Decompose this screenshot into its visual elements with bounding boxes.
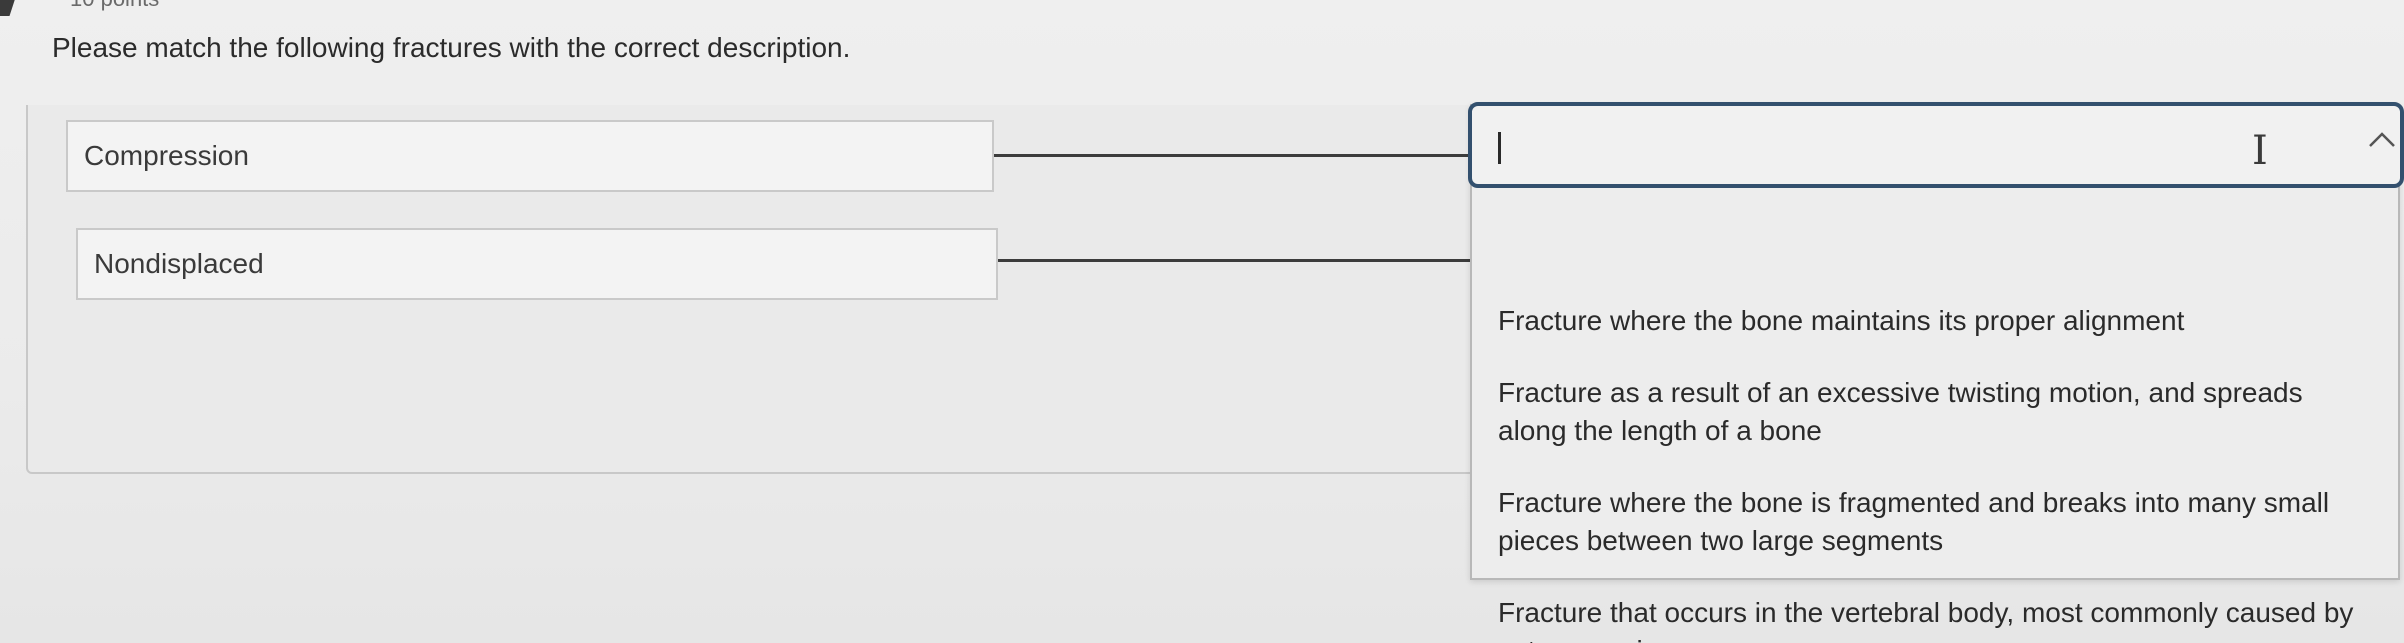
question-prompt: Please match the following fractures wit… (52, 32, 851, 63)
dropdown-search-input[interactable]: I (1468, 102, 2404, 188)
match-connector-line (998, 259, 1472, 262)
dropdown-option[interactable]: Fracture that occurs in the vertebral bo… (1498, 597, 2354, 643)
term-compression[interactable]: Compression (66, 120, 994, 192)
ibeam-cursor-icon: I (2252, 128, 2268, 174)
chevron-up-icon[interactable] (2364, 122, 2400, 158)
points-label: 10 points (70, 0, 159, 12)
question-number-marker (0, 0, 23, 16)
text-caret (1498, 132, 1501, 164)
match-connector-line (994, 154, 1472, 157)
term-nondisplaced[interactable]: Nondisplaced (76, 228, 998, 300)
dropdown-option[interactable]: Fracture where the bone maintains its pr… (1498, 305, 2185, 336)
dropdown-option[interactable]: Fracture as a result of an excessive twi… (1498, 377, 2303, 446)
description-dropdown[interactable]: I Fracture where the bone maintains its … (1468, 102, 2404, 643)
dropdown-option[interactable]: Fracture where the bone is fragmented an… (1498, 487, 2330, 556)
